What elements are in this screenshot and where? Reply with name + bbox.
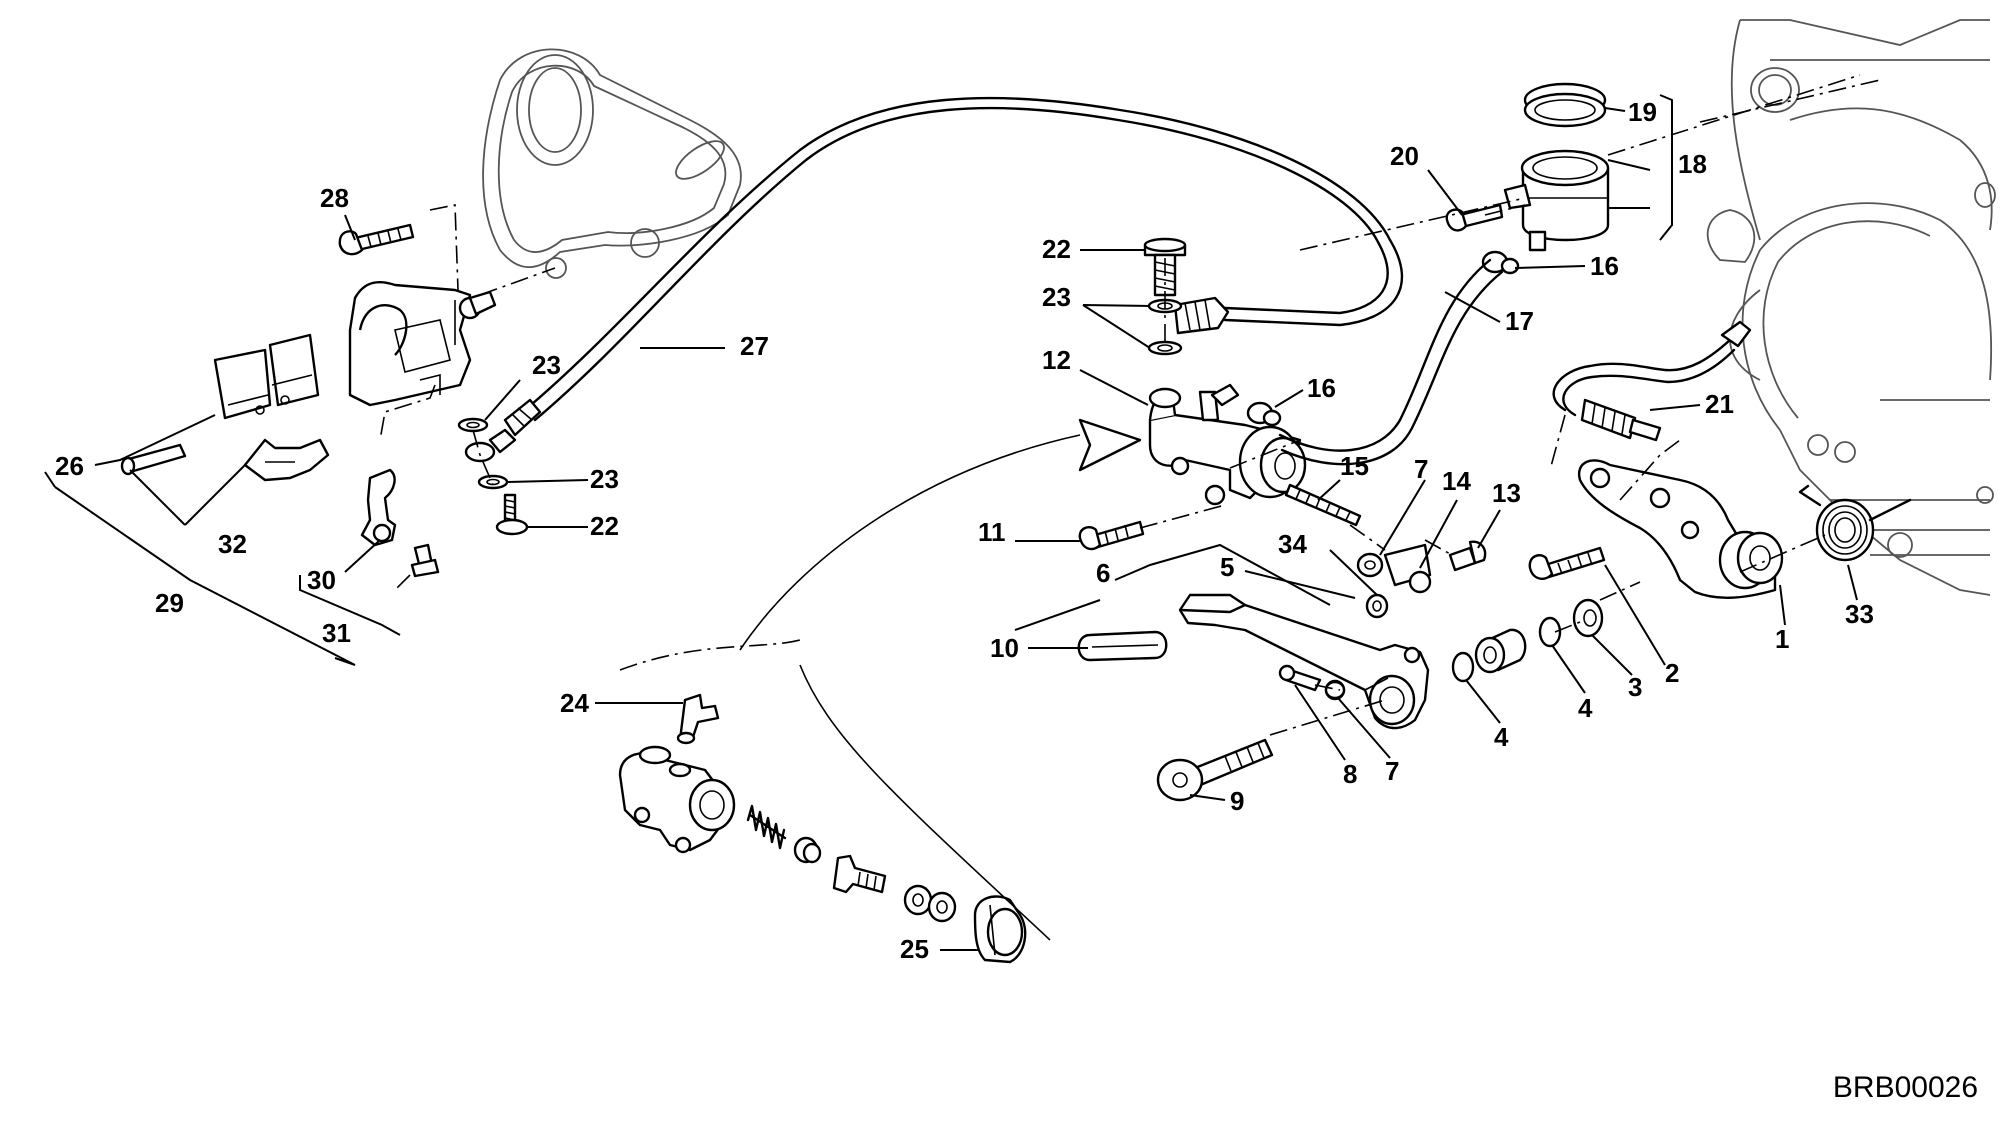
brake-fluid-reservoir: [1503, 149, 1610, 252]
callout-2: 2: [1665, 658, 1679, 688]
pivot-washer: [1572, 598, 1604, 638]
callout-24: 24: [560, 688, 589, 718]
master-cylinder-bolt: [1078, 520, 1145, 551]
reservoir-hose: [1278, 258, 1504, 466]
pad-spring: [243, 438, 330, 482]
callout-4-right: 4: [1578, 693, 1593, 723]
caliper-mounting-bolt: [338, 223, 415, 256]
piston-seal: [793, 836, 822, 864]
callout-4-left: 4: [1494, 722, 1509, 752]
clevis-fork: [1383, 543, 1432, 594]
return-spring: [1798, 484, 1912, 562]
rear-brake-caliper: [348, 280, 497, 407]
callout-21: 21: [1705, 389, 1734, 419]
pedal-pivot-plate: [1577, 459, 1784, 599]
callout-15: 15: [1340, 451, 1369, 481]
callout-11: 11: [978, 517, 1006, 547]
circlip-left: [1451, 651, 1475, 683]
callout-23-upper: 23: [1042, 282, 1071, 312]
master-cylinder-exploded: [618, 745, 736, 854]
callout-17: 17: [1505, 306, 1534, 336]
callout-23-lower: 23: [590, 464, 619, 494]
pad-pin: [120, 443, 187, 476]
callout-5: 5: [1220, 552, 1234, 582]
detail-indicator: [619, 418, 1142, 941]
callout-10: 10: [990, 633, 1019, 663]
callout-33: 33: [1845, 599, 1874, 629]
callout-19: 19: [1628, 97, 1657, 127]
callout-26: 26: [55, 451, 84, 481]
nut-upper: [1356, 552, 1384, 578]
callout-14: 14: [1442, 466, 1471, 496]
push-rod: [1284, 483, 1362, 527]
brake-pads: [213, 333, 320, 420]
callout-12: 12: [1042, 345, 1071, 375]
pedal-rubber-pad: [1077, 630, 1168, 662]
callout-28: 28: [320, 183, 349, 213]
callout-13: 13: [1492, 478, 1521, 508]
clevis-pin: [1448, 540, 1487, 572]
callout-32: 32: [218, 529, 247, 559]
pivot-bushing: [1474, 628, 1527, 674]
banjo-bolt-lower: [495, 493, 529, 536]
callout-22-lower: 22: [590, 511, 619, 541]
callout-labels: 1 2 3 4 4 5 6 7 7 8 9 10 11 12 13 14 15 …: [55, 97, 1874, 964]
nut-lower: [1324, 680, 1346, 700]
circlip-right: [1538, 616, 1562, 648]
hose-clip-upper: [1481, 250, 1520, 275]
leader-lines: [44, 94, 1858, 951]
piston-washers: [903, 884, 957, 923]
banjo-fitting-lower: [464, 428, 517, 463]
reservoir-screw: [1445, 203, 1504, 232]
reservoir-ring: [1523, 82, 1607, 128]
bleed-valve: [410, 543, 440, 578]
callout-3: 3: [1628, 672, 1642, 702]
callout-30: 30: [307, 565, 336, 595]
brake-light-switch: [1552, 320, 1752, 442]
dust-boot: [973, 895, 1027, 964]
assembly-axes: [379, 74, 1881, 736]
master-cylinder-spring: [746, 804, 787, 850]
callout-34: 34: [1278, 529, 1307, 559]
adjuster-screw-lower: [1278, 664, 1322, 692]
pivot-bolt: [1528, 546, 1606, 580]
callout-23-mid: 23: [532, 350, 561, 380]
callout-9: 9: [1230, 786, 1244, 816]
callout-16-lower: 16: [1307, 373, 1336, 403]
callout-7-lower: 7: [1385, 756, 1399, 786]
clevis-clip: [1365, 593, 1389, 619]
callout-20: 20: [1390, 141, 1419, 171]
callout-1: 1: [1775, 624, 1789, 654]
sealing-washers-upper: [1147, 298, 1183, 356]
callout-16-upper: 16: [1590, 251, 1619, 281]
rear-caliper-bracket-ghost: [482, 48, 742, 279]
callout-6: 6: [1096, 558, 1110, 588]
callout-27: 27: [740, 331, 769, 361]
engine-case-ghost: [1706, 19, 1996, 596]
bleed-cap: [360, 468, 397, 547]
callout-7-upper: 7: [1414, 454, 1428, 484]
hose-clip-lower: [1246, 401, 1282, 427]
sealing-washers-lower: [457, 417, 509, 490]
elbow-fitting: [676, 693, 720, 745]
brake-pedal-lever: [1178, 593, 1430, 730]
drawing-reference-code: BRB00026: [1832, 1071, 1978, 1104]
callout-8: 8: [1343, 759, 1357, 789]
rear-brake-hose: [503, 96, 1404, 437]
rear-master-cylinder: [1148, 383, 1307, 506]
callout-31: 31: [322, 618, 351, 648]
callout-22-upper: 22: [1042, 234, 1071, 264]
pedal-bolt: [1156, 738, 1274, 802]
callout-25: 25: [900, 934, 929, 964]
callout-29: 29: [155, 588, 184, 618]
master-cylinder-piston: [832, 854, 887, 894]
callout-18: 18: [1678, 149, 1707, 179]
